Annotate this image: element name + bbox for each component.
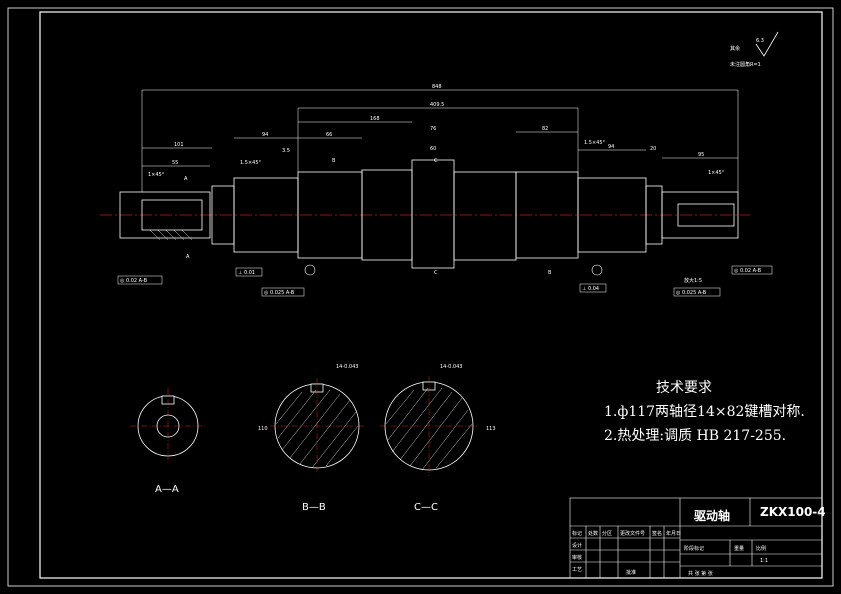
tech-item-1: 1.ф117两轴径14×82键槽对称. xyxy=(604,404,805,420)
row-label-1: 设计 xyxy=(572,542,582,549)
tech-heading: 技术要求 xyxy=(656,380,712,396)
marker-c-top: C xyxy=(434,158,438,164)
cc-dim: 113 xyxy=(486,426,496,432)
dim-20: 20 xyxy=(650,146,656,152)
tol-frame-5: ◎ 0.025 A-B xyxy=(676,290,707,296)
surface-roughness-value: 6.3 xyxy=(756,38,764,44)
shaft-collar xyxy=(411,159,455,269)
row-label-3: 工艺 xyxy=(572,567,582,573)
tolerance-frames: ◎ 0.02 A-B ⊥ 0.01 ◎ 0.025 A-B ⊥ 0.04 ◎ 0… xyxy=(117,265,773,297)
row-label-2: 审核 xyxy=(572,554,582,561)
drawing-number: ZKX100-4 xyxy=(760,505,826,519)
dim-409: 409.5 xyxy=(430,102,444,108)
ratio-label: 比例 xyxy=(756,545,766,552)
tol-frame-4: ⊥ 0.04 xyxy=(582,286,599,292)
dim-101: 101 xyxy=(174,142,184,148)
left-hatch xyxy=(149,229,193,241)
surface-note: 其余 未注圆角R=1 6.3 xyxy=(730,31,779,68)
bb-dim: 110 xyxy=(258,426,268,432)
scale-note: 放大1:5 xyxy=(684,277,702,284)
title-block xyxy=(569,497,823,579)
row-label-0: 标记 xyxy=(572,530,582,537)
cc-hatch xyxy=(385,387,473,471)
tol-frame-2: ⊥ 0.01 xyxy=(238,270,255,276)
section-cc-label: C—C xyxy=(414,502,438,513)
inner-border xyxy=(39,11,823,579)
surface-note-line1: 其余 xyxy=(730,45,740,52)
tech-item-2: 2.热处理:调质 HB 217-255. xyxy=(604,428,786,444)
tol-frame-1: ◎ 0.02 A-B xyxy=(120,278,148,284)
marker-b-bottom: B xyxy=(548,270,552,276)
dim-3-5: 3.5 xyxy=(282,148,290,154)
part-name: 驱动轴 xyxy=(694,508,730,523)
tol-frame-3: ◎ 0.025 A-B xyxy=(264,290,295,296)
datum-a-circle xyxy=(304,264,316,276)
approve-label: 批准 xyxy=(626,569,636,576)
dimension-texts: 848 409.5 168 101 94 66 82 94 95 55 60 7… xyxy=(148,84,725,178)
shaft-left-end xyxy=(119,191,211,239)
dim-168: 168 xyxy=(370,116,380,122)
scale-value: 1:1 xyxy=(760,558,768,564)
dim-76: 76 xyxy=(430,126,436,132)
section-aa-label: A—A xyxy=(155,484,179,495)
tech-requirements: 技术要求 1.ф117两轴径14×82键槽对称. 2.热处理:调质 HB 217… xyxy=(604,380,805,444)
bb-hatch xyxy=(275,389,359,469)
section-aa: A—A xyxy=(130,388,206,495)
roughness-symbol-icon xyxy=(755,31,779,57)
dim-95: 95 xyxy=(698,152,704,158)
dim-60: 60 xyxy=(430,146,436,152)
surface-note-line2: 未注圆角R=1 xyxy=(730,61,761,68)
chamfer-2: 1.5×45° xyxy=(240,160,262,166)
dim-82: 82 xyxy=(542,126,548,132)
bb-key-dim: 14-0.043 xyxy=(336,364,358,370)
tol-frame-6: ◎ 0.02 A-B xyxy=(734,268,762,274)
marker-a-top: A xyxy=(184,176,188,182)
col-label-1: 分区 xyxy=(602,530,612,537)
datum-b-circle xyxy=(591,264,603,276)
col-label-4: 年月日 xyxy=(666,530,681,537)
weight-label: 重量 xyxy=(734,545,744,552)
chamfer-4: 1×45° xyxy=(708,170,725,176)
cc-key-dim: 14-0.043 xyxy=(440,364,462,370)
shaft-step-4 xyxy=(453,171,517,261)
outer-border xyxy=(7,7,834,587)
section-bb-label: B—B xyxy=(302,502,326,513)
dim-66: 66 xyxy=(326,132,332,138)
section-markers: A A B B C C xyxy=(184,158,603,276)
col-label-3: 签名 xyxy=(652,530,662,537)
shaft-right-keyway xyxy=(677,203,735,227)
dimension-lines xyxy=(141,89,739,192)
dim-94a: 94 xyxy=(262,132,268,138)
marker-c-bottom: C xyxy=(434,270,438,276)
section-cc: 14-0.043 113 C—C xyxy=(380,364,496,513)
col-label-0: 处数 xyxy=(588,530,598,537)
title-block-texts: 驱动轴 ZKX100-4 标记 设计 审核 工艺 处数 分区 更改文件号 签名 … xyxy=(572,505,826,577)
stage-label: 阶段标记 xyxy=(684,545,704,552)
marker-b-top: B xyxy=(332,158,336,164)
col-label-2: 更改文件号 xyxy=(620,530,645,537)
sheet-count: 共 张 第 张 xyxy=(688,570,713,577)
marker-a-bottom: A xyxy=(186,254,190,260)
chamfer-1: 1×45° xyxy=(148,172,165,178)
shaft-main-view xyxy=(100,159,750,269)
shaft-left-keyway xyxy=(141,199,203,231)
dim-overall: 848 xyxy=(432,84,442,90)
dim-55: 55 xyxy=(172,160,178,166)
dim-94b: 94 xyxy=(608,144,614,150)
section-bb: 14-0.043 110 B—B xyxy=(258,364,364,513)
shaft-right-end xyxy=(661,191,739,239)
chamfer-3: 1.5×45° xyxy=(584,140,606,146)
